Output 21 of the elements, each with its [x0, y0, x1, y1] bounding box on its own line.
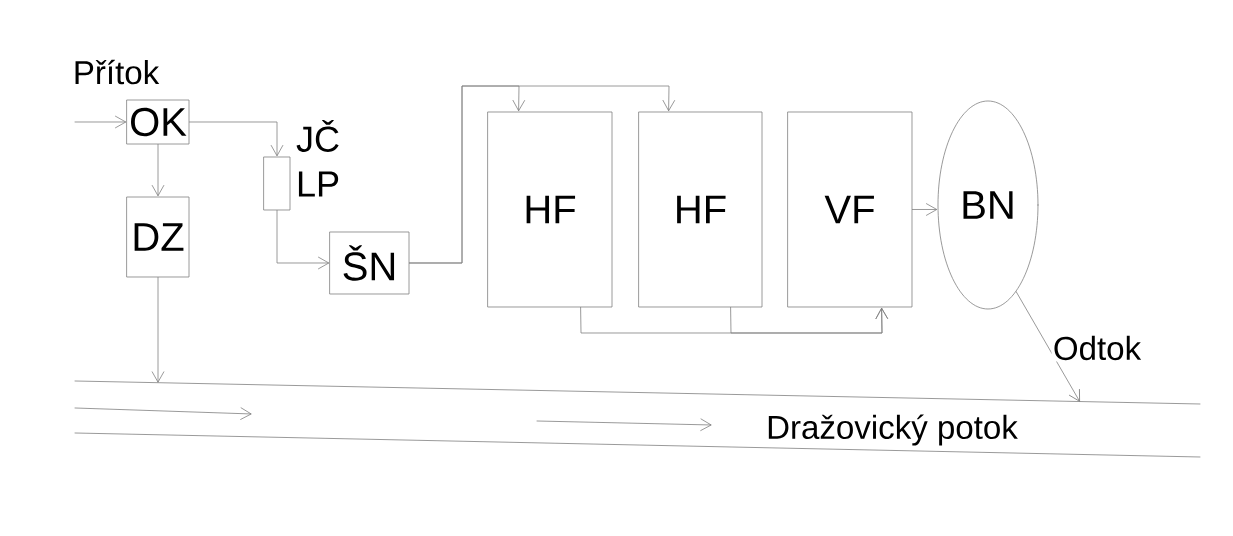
arrow: [912, 203, 938, 216]
arrow: [74, 115, 127, 129]
arrow: [151, 277, 165, 383]
filter-box: HF: [638, 111, 763, 308]
arrow: [151, 144, 165, 197]
arrow: [1015, 291, 1080, 402]
process-box: DZ: [126, 196, 190, 278]
beside-label: JČ: [296, 120, 339, 152]
arrow: [409, 85, 676, 264]
process-box: ŠN: [329, 231, 410, 295]
edge-label: Odtok: [1051, 334, 1143, 362]
process-box: OK: [126, 99, 190, 145]
filter-box: VF: [787, 111, 913, 308]
beside-label: LP: [298, 171, 339, 197]
edge-label: Přítok: [71, 58, 161, 86]
filter-box: [263, 156, 291, 211]
arrow: [189, 121, 284, 157]
arrow: [276, 210, 330, 270]
arrow: [730, 307, 889, 334]
stream-band: Dražovický potok: [74, 380, 1201, 458]
filter-box: HF: [487, 111, 613, 308]
